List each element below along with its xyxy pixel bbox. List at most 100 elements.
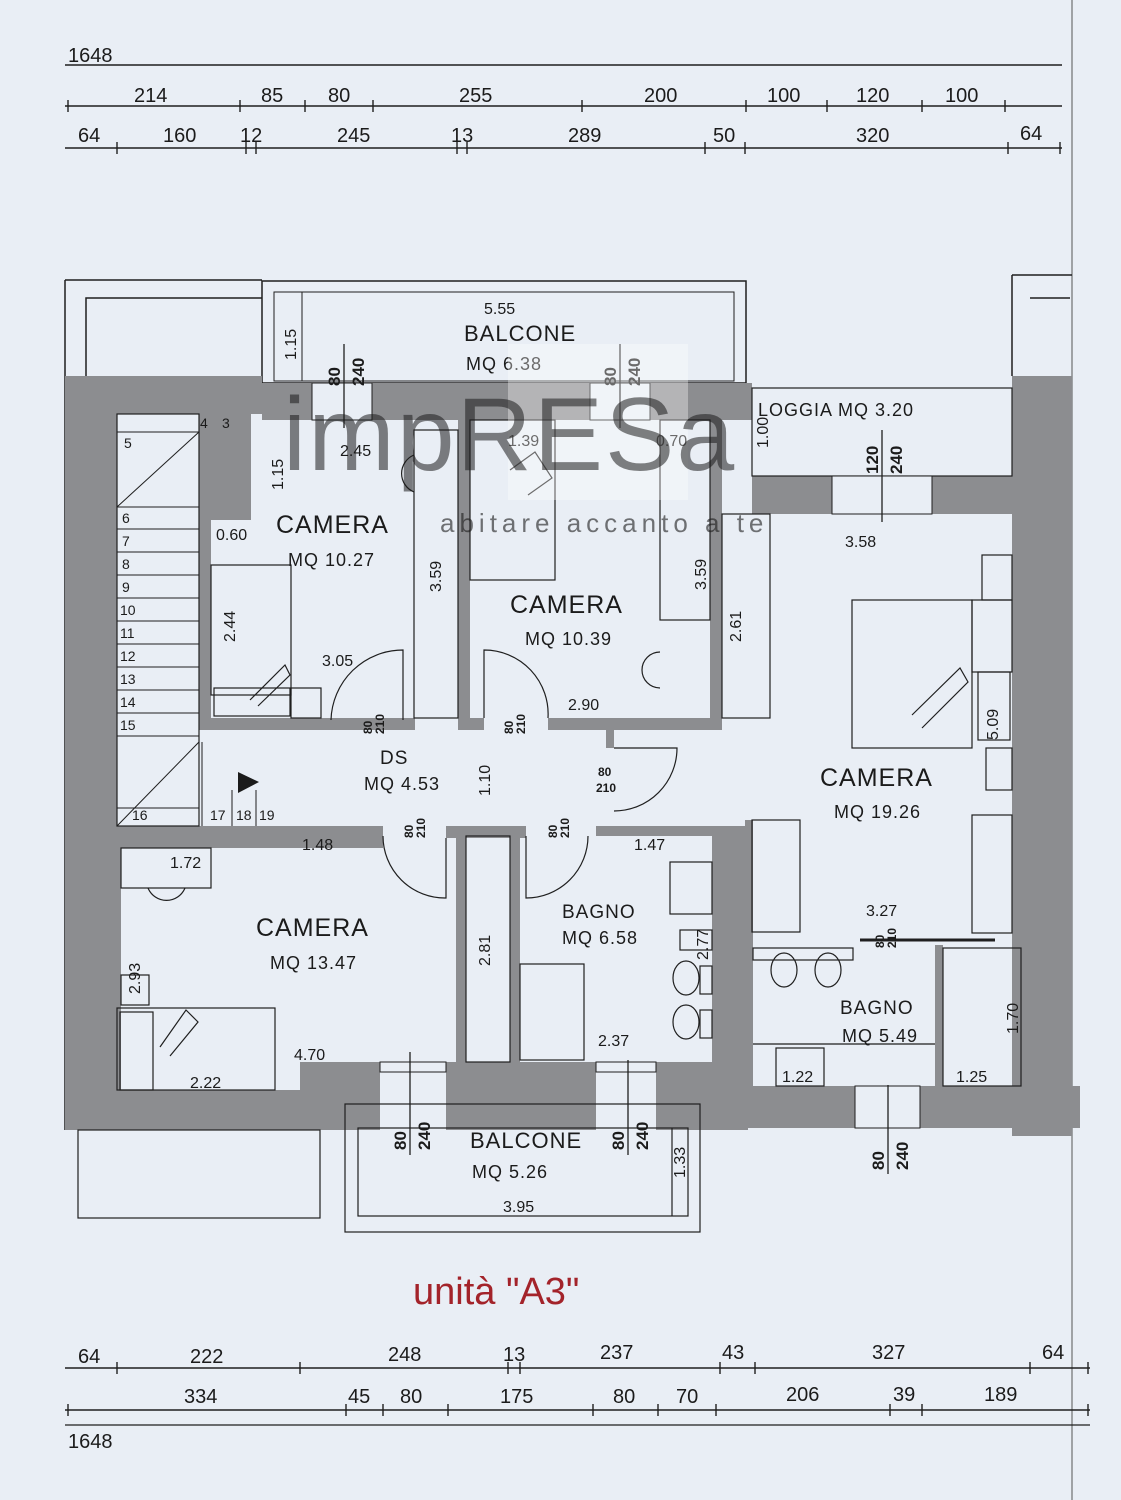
camera-2-area: MQ 10.39 <box>525 629 612 649</box>
stair-step-11: 11 <box>120 625 135 641</box>
door-w-4: 80 <box>402 824 416 838</box>
bagno-1-area: MQ 6.58 <box>562 928 638 948</box>
dim-top-r1-3: 255 <box>459 85 492 107</box>
camera-master-bottom: 3.27 <box>866 903 897 920</box>
stair-step-19: 19 <box>259 807 275 823</box>
dim-top-r1-4: 200 <box>644 85 677 107</box>
stair-step-3: 3 <box>222 415 230 431</box>
dim-bot-r1-3: 13 <box>503 1344 525 1366</box>
dim-bot-r1-6: 327 <box>872 1342 905 1364</box>
stair-step-4: 4 <box>200 415 208 431</box>
stair-step-14: 14 <box>120 694 136 710</box>
camera-master-name: CAMERA <box>820 764 933 792</box>
camera-1-area: MQ 10.27 <box>288 550 375 570</box>
bagno-1-side: 2.77 <box>695 929 712 960</box>
dim-top-r2-1: 160 <box>163 125 196 147</box>
camera-3-side: 2.93 <box>127 963 144 994</box>
camera-1-depth: 3.59 <box>428 561 445 592</box>
balcone-bottom-width: 3.95 <box>503 1199 534 1216</box>
door-h-4: 210 <box>414 818 428 838</box>
dim-top-total: 1648 <box>68 45 113 67</box>
door-h-2: 210 <box>514 714 528 734</box>
dim-bot-r2-3: 175 <box>500 1386 533 1408</box>
dim-bot-r1-7: 64 <box>1042 1342 1064 1364</box>
dim-bot-r2-0: 334 <box>184 1386 217 1408</box>
loggia-label: LOGGIA MQ 3.20 <box>758 400 914 420</box>
stair-step-5: 5 <box>124 435 132 451</box>
dim-top-r1-6: 120 <box>856 85 889 107</box>
dim-bot-r2-5: 70 <box>676 1386 698 1408</box>
dim-bot-r2-8: 189 <box>984 1384 1017 1406</box>
ds-area: MQ 4.53 <box>364 774 440 794</box>
camera-3-name: CAMERA <box>256 914 369 942</box>
dim-bot-r2-7: 39 <box>893 1384 915 1406</box>
stair-direction-arrow-icon <box>238 772 259 793</box>
bagno-2-name: BAGNO <box>840 998 914 1019</box>
bottom-dimensions: 64 222 248 13 237 43 327 64 334 45 80 17… <box>65 1342 1090 1453</box>
camera-3-width: 4.70 <box>294 1047 325 1064</box>
camera-2-width: 2.90 <box>568 697 599 714</box>
dim-bot-r1-5: 43 <box>722 1342 744 1364</box>
watermark: impRESa abitare accanto a te <box>283 344 768 538</box>
door-w-6: 80 <box>873 934 887 948</box>
camera-master-area: MQ 19.26 <box>834 802 921 822</box>
camera-2-b: 0.70 <box>656 433 687 450</box>
watermark-tagline: abitare accanto a te <box>440 508 768 538</box>
dim-top-r2-5: 289 <box>568 125 601 147</box>
camera-2-depth: 3.59 <box>693 559 710 590</box>
bagno-2-a: 1.22 <box>782 1069 813 1086</box>
balcone-top-width: 5.55 <box>484 301 515 318</box>
dim-bot-r1-2: 248 <box>388 1344 421 1366</box>
balcone-bottom-depth: 1.33 <box>672 1147 689 1178</box>
bagno-1-name: BAGNO <box>562 902 636 923</box>
camera-1-width: 3.05 <box>322 653 353 670</box>
stair-step-7: 7 <box>122 533 130 549</box>
watermark-brand: impRESa <box>283 377 736 493</box>
window-w-loggia: 120 <box>863 446 882 474</box>
stair-step-6: 6 <box>122 510 130 526</box>
dim-top-r2-8: 64 <box>1020 123 1042 145</box>
balcone-bottom-area: MQ 5.26 <box>472 1162 548 1182</box>
top-dimensions: 1648 214 85 80 255 200 100 120 100 64 16… <box>65 45 1062 154</box>
camera-2-name: CAMERA <box>510 591 623 619</box>
unit-label: unità "A3" <box>413 1271 579 1313</box>
dim-bot-r1-1: 222 <box>190 1346 223 1368</box>
stairs: 4 3 5 6 7 8 9 10 11 12 13 14 15 16 17 18… <box>116 413 275 827</box>
camera-1-name: CAMERA <box>276 511 389 539</box>
balcone-top-depth: 1.15 <box>283 329 300 360</box>
door-h-3: 210 <box>596 781 616 795</box>
dim-top-r2-6: 50 <box>713 125 735 147</box>
dim-bot-r2-2: 80 <box>400 1386 422 1408</box>
window-w-1: 80 <box>325 367 344 386</box>
balcone-bottom-name: BALCONE <box>470 1128 582 1153</box>
balcone-top-area: MQ 6.38 <box>466 354 542 374</box>
window-w-5: 80 <box>869 1151 888 1170</box>
window-w-2: 80 <box>601 367 620 386</box>
dim-bot-total: 1648 <box>68 1431 113 1453</box>
balcone-top: 5.55 1.15 BALCONE MQ 6.38 <box>261 280 747 384</box>
window-h-4: 240 <box>633 1122 652 1150</box>
dim-top-r2-2: 12 <box>240 125 262 147</box>
stair-step-12: 12 <box>120 648 136 664</box>
door-w-5: 80 <box>546 824 560 838</box>
door-swings <box>330 649 995 942</box>
window-h-3: 240 <box>415 1122 434 1150</box>
stair-step-10: 10 <box>120 602 136 618</box>
bagno-2-area: MQ 5.49 <box>842 1026 918 1046</box>
dim-top-r2-7: 320 <box>856 125 889 147</box>
room-labels: LOGGIA MQ 3.20 1.00 CAMERA MQ 10.27 2.45… <box>127 400 1022 1216</box>
dim-bot-r1-4: 237 <box>600 1342 633 1364</box>
camera-2-a: 1.39 <box>508 433 539 450</box>
door-w-1: 80 <box>361 720 375 734</box>
camera-3-bed: 2.22 <box>190 1075 221 1092</box>
camera-3-top: 1.48 <box>302 837 333 854</box>
stair-step-13: 13 <box>120 671 136 687</box>
dim-top-r2-4: 13 <box>451 125 473 147</box>
walls <box>65 376 1080 1136</box>
stair-step-8: 8 <box>122 556 130 572</box>
dim-top-r1-1: 85 <box>261 85 283 107</box>
bagno-2-b: 1.25 <box>956 1069 987 1086</box>
door-h-1: 210 <box>373 714 387 734</box>
